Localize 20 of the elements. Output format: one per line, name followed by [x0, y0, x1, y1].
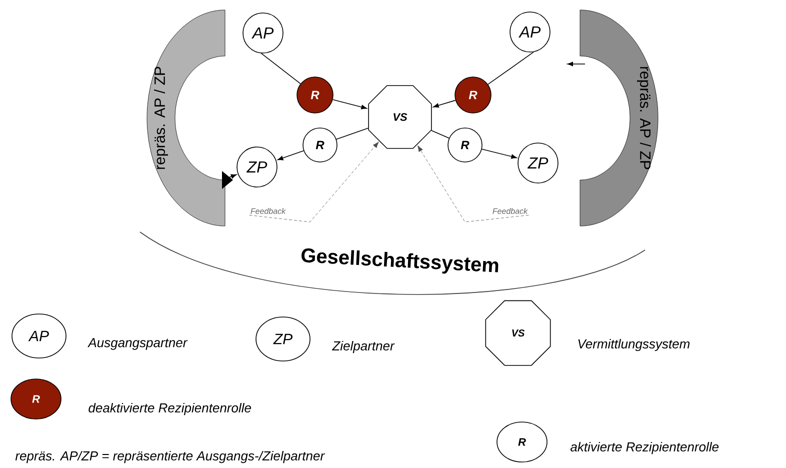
curved-arrow-band: repräs. AP / ZP	[146, 10, 233, 226]
arrow	[567, 62, 586, 66]
arrow	[249, 142, 379, 222]
legend-text: Zielpartner	[332, 340, 395, 354]
system-octagon: VS	[368, 85, 432, 149]
legend-note: repräs. AP/ZP = repräsentierte Ausgangs-/Zielpartner	[15, 450, 325, 464]
curved-title: Gesellschaftssystem	[302, 248, 498, 274]
arrow	[433, 100, 456, 108]
arrow	[278, 150, 304, 160]
legend-text: aktivierte Rezipientenrolle	[570, 442, 719, 454]
feedback-label: Feedback	[250, 208, 286, 214]
legend-text: Ausgangspartner	[88, 338, 188, 350]
arrow	[417, 145, 529, 222]
arrow	[222, 174, 237, 180]
legend-text: deaktivierte Rezipientenrolle	[88, 402, 251, 416]
feedback-label: Feedback	[492, 208, 528, 214]
arrow	[482, 148, 517, 159]
curved-arrow-band: repräs. AP / ZP	[580, 10, 658, 226]
legend-text: Vermittlungssystem	[578, 338, 690, 352]
arrow	[332, 99, 367, 110]
